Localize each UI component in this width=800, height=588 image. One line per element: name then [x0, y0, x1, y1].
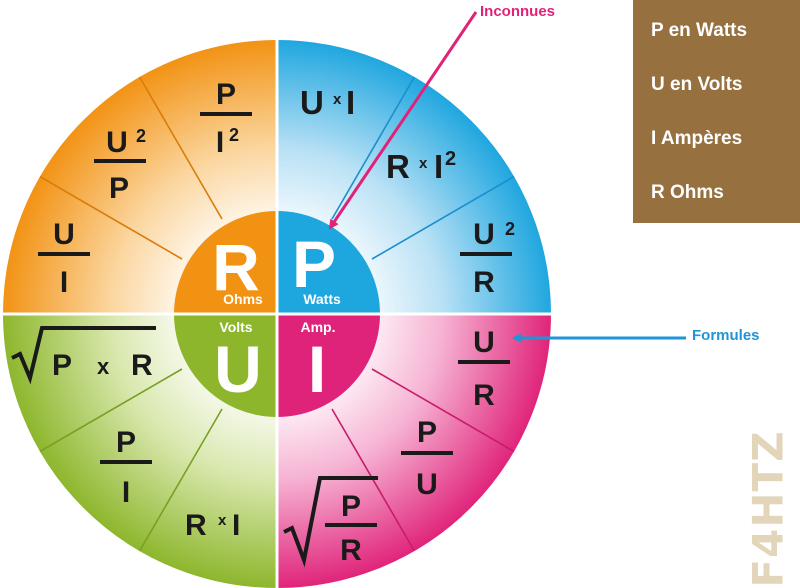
svg-text:R: R: [340, 534, 362, 567]
fraction-bar: [401, 451, 453, 455]
wheel-outline: [1, 38, 553, 588]
formula-r-times-i: R x I: [185, 509, 240, 542]
svg-text:x: x: [419, 155, 428, 172]
sqrt-sign: [283, 476, 378, 568]
svg-text:P: P: [341, 490, 361, 523]
hub-letter-ohms: R: [212, 230, 260, 304]
hub-unit-watts: Watts: [303, 291, 341, 307]
legend-item-volts: U en Volts: [651, 74, 743, 95]
hub-letter-watts: P: [292, 227, 336, 301]
svg-text:I: I: [346, 84, 355, 121]
formula-p-over-i-squared: P I 2: [200, 78, 252, 159]
formula-u-squared-over-r: U 2 R: [460, 218, 515, 299]
hub-letter-amps: I: [308, 332, 326, 406]
watermark: F4HTZ: [733, 430, 800, 588]
svg-text:U: U: [53, 218, 75, 251]
svg-text:R: R: [473, 266, 495, 299]
formulas-label: Formules: [692, 327, 760, 344]
svg-text:I: I: [232, 509, 240, 542]
svg-text:I: I: [434, 148, 443, 185]
svg-text:2: 2: [445, 148, 456, 170]
legend-item-ohms: R Ohms: [651, 182, 724, 203]
svg-text:P: P: [116, 426, 136, 459]
formula-p-over-u: P U: [401, 416, 453, 501]
fraction-bar: [200, 112, 252, 116]
fraction-bar: [100, 460, 152, 464]
fraction-bar: [94, 159, 146, 163]
svg-text:P: P: [52, 349, 72, 382]
hub-unit-amps: Amp.: [301, 319, 336, 335]
formula-u-over-i: U I: [38, 218, 90, 299]
svg-text:x: x: [218, 512, 227, 529]
formula-u-over-r: U R: [458, 326, 510, 412]
svg-text:U: U: [300, 84, 324, 121]
svg-text:R: R: [386, 148, 410, 185]
legend-item-amps: I Ampères: [651, 128, 743, 149]
units-legend: P en Watts U en Volts I Ampères R Ohms: [633, 0, 800, 223]
formula-p-over-i: P I: [100, 426, 152, 509]
hub-ohms: [174, 211, 277, 314]
hub-unit-ohms: Ohms: [223, 291, 263, 307]
hub-watts: [277, 211, 380, 314]
svg-text:U: U: [473, 326, 495, 359]
svg-text:U: U: [106, 126, 128, 159]
svg-text:2: 2: [505, 219, 515, 239]
legend-item-watts: P en Watts: [651, 20, 748, 41]
formula-sqrt-p-times-r: P x R: [11, 326, 156, 385]
sqrt-sign: [11, 326, 156, 385]
unknowns-arrow: [328, 11, 478, 230]
hub-amps: [277, 314, 380, 417]
fraction-bar: [325, 523, 377, 527]
svg-text:P: P: [417, 416, 437, 449]
fraction-bar: [38, 252, 90, 256]
formula-r-times-i-squared: R x I 2: [386, 148, 456, 185]
svg-text:I: I: [60, 266, 68, 299]
svg-text:U: U: [473, 218, 495, 251]
svg-text:I: I: [122, 476, 130, 509]
svg-text:2: 2: [136, 126, 146, 146]
svg-text:P: P: [109, 172, 129, 205]
svg-text:x: x: [97, 354, 110, 379]
formula-u-squared-over-p: U 2 P: [94, 126, 146, 205]
hub-unit-volts: Volts: [219, 319, 252, 335]
fraction-bar: [460, 252, 512, 256]
svg-text:U: U: [416, 468, 438, 501]
formula-sqrt-p-over-r: P R: [283, 476, 378, 568]
hub-volts: [174, 314, 277, 417]
svg-text:I: I: [216, 126, 224, 159]
watermark-text: F4HTZ: [743, 430, 793, 588]
svg-text:R: R: [131, 349, 153, 382]
sector-dividers: [38, 75, 516, 553]
svg-text:2: 2: [229, 125, 239, 145]
svg-text:P: P: [216, 78, 236, 111]
formula-u-times-i: U x I: [300, 84, 355, 121]
hub-separators: [172, 209, 382, 419]
fraction-bar: [458, 360, 510, 364]
svg-text:R: R: [473, 379, 495, 412]
svg-text:R: R: [185, 509, 207, 542]
svg-text:x: x: [333, 91, 342, 108]
hub-letter-volts: U: [214, 332, 262, 406]
unknowns-label: Inconnues: [480, 3, 556, 20]
